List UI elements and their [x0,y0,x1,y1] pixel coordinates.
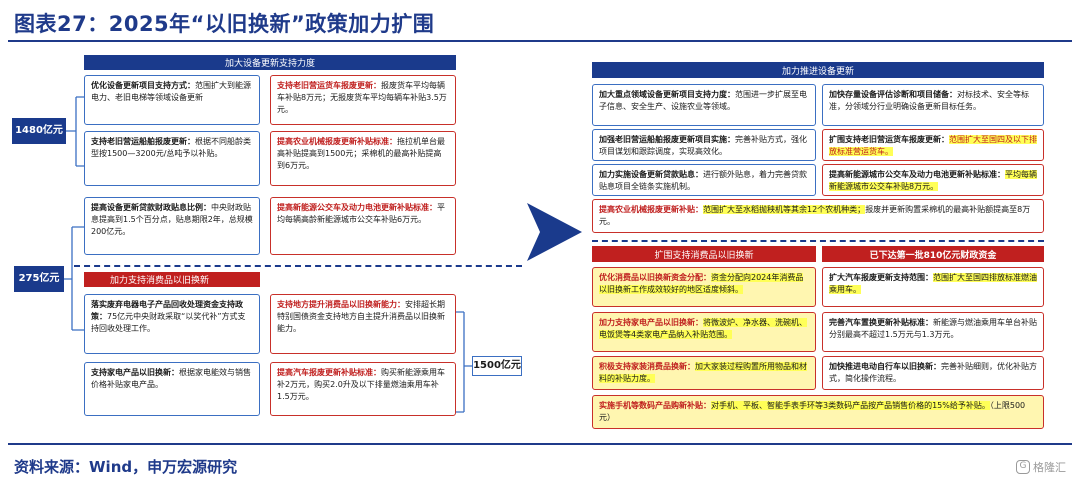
left-box-farm-machinery: 提高农业机械报废更新补贴标准：拖拉机单台最高补贴提高到1500元；采棉机的最高补… [270,131,456,186]
left-box-appliances: 支持家电产品以旧换新：根据家电能效与销售价格补贴家电产品。 [84,362,260,416]
title-rule [8,40,1072,42]
right-box-home-decor: 积极支持家装消费品换新：加大家装过程购置所用物品和材料的补贴力度。 [592,356,816,390]
right-box-loan-subsidy: 加力实施设备更新贷款贴息：进行额外贴息，着力完善贷款贴息项目全链条实施机制。 [592,164,816,196]
left-box-equipment-scope: 优化设备更新项目支持方式：范围扩大到能源电力、老旧电梯等领域设备更新 [84,75,260,125]
right-header-equipment: 加力推进设备更新 [592,62,1044,78]
watermark-logo-icon: G [1016,460,1030,474]
right-box-ship-scrap: 加强老旧营运船舶报废更新项目实施：完善补贴方式，强化项目谋划和跟踪调度，实现高效… [592,129,816,161]
right-box-farm-machinery: 提高农业机械报废更新补贴：范围扩大至水稻抛秧机等其余12个农机种类；报废并更新购… [592,199,1044,233]
left-box-ship-scrap: 支持老旧营运船舶报废更新：根据不同船龄类型按1500—3200元/总吨予以补贴。 [84,131,260,186]
amount-1500: 1500亿元 [472,356,522,376]
right-box-stock-diagnosis: 加快存量设备评估诊断和项目储备：对标技术、安全等标准，分领域分行业明确设备更新目… [822,84,1044,126]
amount-1480: 1480亿元 [12,118,66,144]
left-box-local-capacity: 支持地方提升消费品以旧换新能力：安排超长期特别国债资金支持地方自主提升消费品以旧… [270,294,456,354]
right-header-fund: 已下达第一批810亿元财政资金 [822,246,1044,262]
right-box-digital-products: 实施手机等数码产品购新补贴：对手机、平板、智能手表手环等3类数码产品按产品销售价… [592,395,1044,429]
right-box-car-replacement: 完善汽车置换更新补贴标准：新能源与燃油乘用车单台补贴分别最高不超过1.5万元与1… [822,312,1044,352]
right-box-bus-battery: 提高新能源城市公交车及动力电池更新补贴标准：平均每辆新能源城市公交车补贴8万元。 [822,164,1044,196]
right-box-truck-scope: 扩围支持老旧营运货车报废更新：范围扩大至国四及以下排放标准营运货车。 [822,129,1044,161]
right-box-key-sectors: 加大重点领域设备更新项目支持力度：范围进一步扩展至电子信息、安全生产、设施农业等… [592,84,816,126]
left-divider [74,265,522,267]
right-box-fund-allocation: 优化消费品以旧换新资金分配：资金分配向2024年消费品以旧换新工作成效较好的地区… [592,267,816,307]
left-box-car-scrap: 提高汽车报废更新补贴标准：购买新能源乘用车补2万元，购买2.0升及以下排量燃油乘… [270,362,456,416]
right-box-ebike: 加快推进电动自行车以旧换新：完善补贴细则，优化补贴方式，简化操作流程。 [822,356,1044,390]
left-header-consumer: 加力支持消费品以旧换新 [84,272,260,287]
amount-275: 275亿元 [14,266,64,292]
left-box-ewaste: 落实废弃电器电子产品回收处理资金支持政策：75亿元中央财政采取“以奖代补”方式支… [84,294,260,354]
source-note: 资料来源：Wind，申万宏源研究 [14,458,238,476]
left-box-bus-battery: 提高新能源公交车及动力电池更新补贴标准：平均每辆高龄新能源城市公交车补贴6万元。 [270,197,456,255]
left-box-loan-subsidy: 提高设备更新贷款财政贴息比例：中央财政贴息提高到1.5个百分点，贴息期限2年，总… [84,197,260,255]
source-rule [8,443,1072,445]
transition-arrow [527,203,582,261]
page-title: 图表27：2025年“以旧换新”政策加力扩围 [14,12,435,36]
right-box-car-scope: 扩大汽车报废更新支持范围：范围扩大至国四排放标准燃油乘用车。 [822,267,1044,307]
left-box-truck-scrap: 支持老旧营运货车报废更新：报废货车平均每辆车补贴8万元；无报废货车平均每辆车补贴… [270,75,456,125]
left-header-equipment: 加大设备更新支持力度 [84,55,456,70]
right-header-consumer: 扩围支持消费品以旧换新 [592,246,816,262]
right-divider [592,240,1044,242]
right-box-appliances: 加力支持家电产品以旧换新：将微波炉、净水器、洗碗机、电饭煲等4类家电产品纳入补贴… [592,312,816,352]
